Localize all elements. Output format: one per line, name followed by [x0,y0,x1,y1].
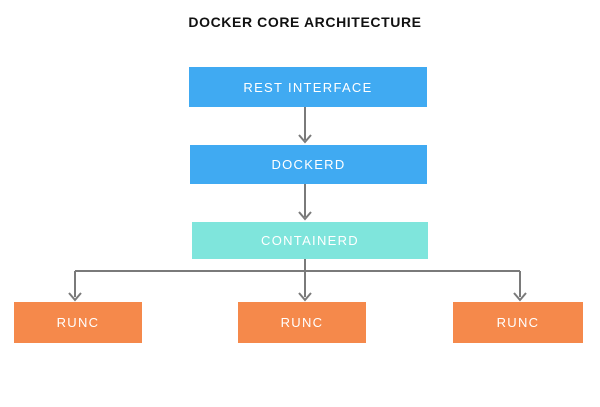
connector-containerd-to-runc [68,259,527,302]
node-containerd: CONTAINERD [192,222,428,259]
node-runc-right-label: RUNC [496,315,540,330]
node-dockerd: DOCKERD [190,145,427,184]
node-containerd-label: CONTAINERD [261,233,359,248]
node-rest-interface: REST INTERFACE [189,67,427,107]
node-rest-interface-label: REST INTERFACE [243,79,373,95]
node-runc-right: RUNC [453,302,583,343]
node-runc-left: RUNC [14,302,142,343]
arrow-rest-to-dockerd [298,107,312,144]
node-runc-left-label: RUNC [56,315,100,330]
node-runc-middle: RUNC [238,302,366,343]
node-dockerd-label: DOCKERD [271,157,346,172]
arrow-dockerd-to-containerd [298,184,312,221]
diagram-title: DOCKER CORE ARCHITECTURE [188,14,422,30]
node-runc-middle-label: RUNC [280,315,324,330]
